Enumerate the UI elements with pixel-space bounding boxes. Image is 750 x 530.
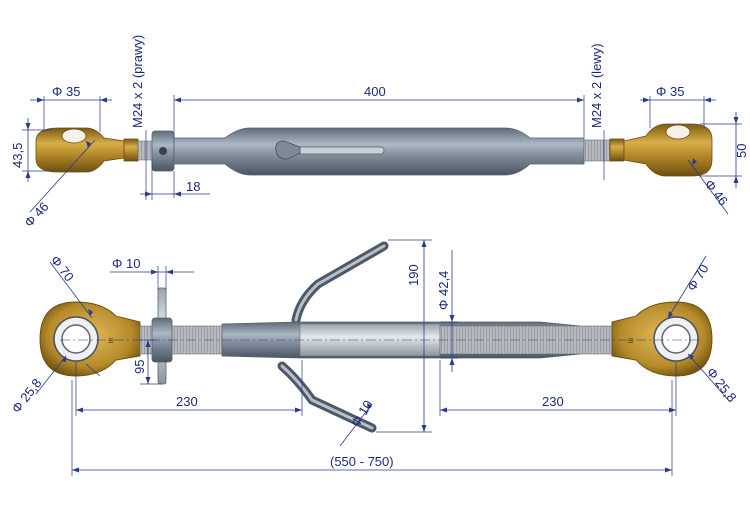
top-nut-hole	[159, 147, 167, 155]
top-left-eye-diameter-label: Φ 35	[52, 84, 80, 99]
top-right-eye-diameter-label: Φ 35	[656, 84, 684, 99]
top-view: Φ 35 43,5 Φ 46 M24 x 2 (prawy) 400	[10, 35, 749, 230]
side-right-eye: ≡	[611, 301, 713, 377]
top-right-thread-label: M24 x 2 (lewy)	[589, 43, 604, 128]
side-tube-diameter-label: Φ 42,4	[436, 271, 451, 310]
top-right-thread	[583, 139, 611, 162]
side-left-length-label: 230	[176, 394, 198, 409]
top-handle-knob	[275, 140, 301, 160]
top-left-eye-outer-label: Φ 46	[21, 199, 51, 230]
side-right-bore-label: Φ 25,8	[704, 365, 740, 405]
side-handle-span-label: 190	[406, 264, 421, 286]
side-handle-upper	[291, 241, 389, 325]
side-left-eye-outer-label: Φ 70	[48, 253, 77, 285]
top-left-eye-height-label: 43,5	[10, 143, 25, 168]
side-handle-diameter-label: Φ 10	[112, 256, 140, 271]
side-left-eye-logo: ≡	[108, 336, 114, 347]
top-left-thread-label: M24 x 2 (prawy)	[130, 35, 145, 128]
side-total-length-label: (550 - 750)	[330, 454, 394, 469]
side-left-bore-label: Φ 25,8	[9, 376, 45, 416]
side-right-eye-outer-label: Φ 70	[684, 262, 712, 294]
side-view: ≡ ≡ Φ 70	[9, 239, 740, 476]
side-handle-height-label: 95	[132, 360, 147, 374]
top-right-eye-outer-label: Φ 46	[702, 177, 731, 209]
top-right-eye-height-label: 50	[734, 144, 749, 158]
top-right-eye	[609, 123, 713, 177]
top-left-thread	[137, 140, 153, 161]
top-nut-width-label: 18	[186, 179, 200, 194]
side-right-length-label: 230	[542, 394, 564, 409]
side-right-eye-logo: ≡	[628, 336, 634, 347]
top-left-eye	[35, 127, 139, 173]
top-body-length-label: 400	[364, 84, 386, 99]
